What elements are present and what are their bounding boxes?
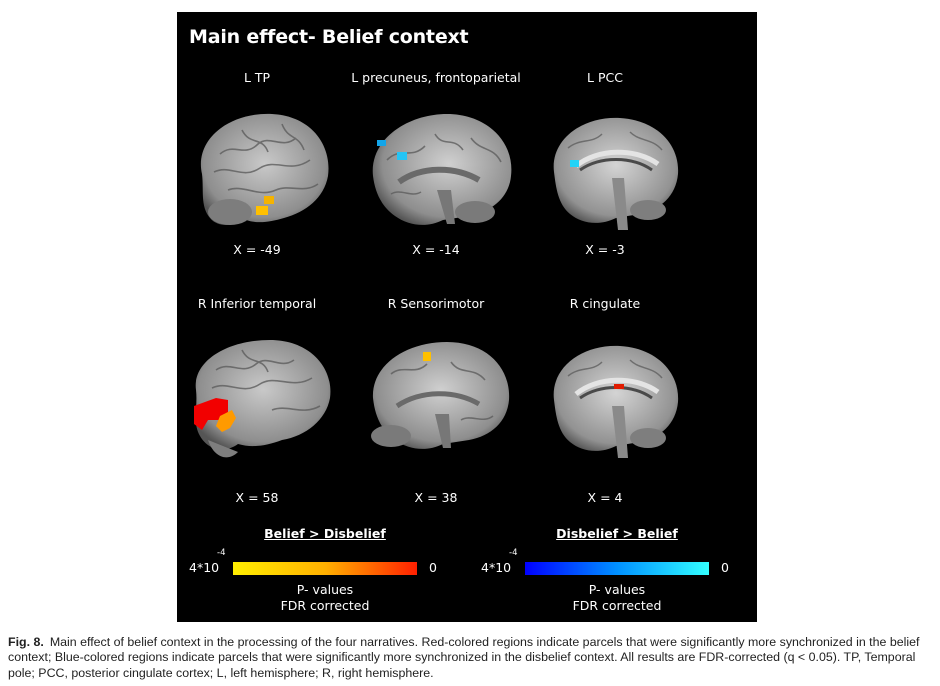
x-coordinate: X = -3 bbox=[585, 242, 625, 257]
colorbar-gradient bbox=[233, 562, 417, 575]
figure-caption: Fig. 8.Main effect of belief context in … bbox=[8, 635, 932, 681]
colorbar-gradient bbox=[525, 562, 709, 575]
colorbar-fdr-label: FDR corrected bbox=[280, 598, 370, 613]
colorbar-belief-gt-disbelief: Belief > Disbelief 4*10 -4 0 P- values F… bbox=[177, 524, 437, 624]
brain-lateral-left-image bbox=[200, 113, 329, 225]
region-label: L PCC bbox=[587, 70, 623, 85]
colorbar-max-label: 0 bbox=[429, 560, 437, 575]
region-label: L TP bbox=[243, 70, 271, 85]
x-coordinate: X = 38 bbox=[414, 490, 458, 505]
brain-panel-r-sensorimotor: R Sensorimotor X = 38 bbox=[341, 296, 531, 536]
region-label: R Inferior temporal bbox=[197, 296, 317, 311]
x-coordinate: X = -49 bbox=[233, 242, 281, 257]
brain-midline-image bbox=[553, 345, 679, 458]
brain-panel-l-pcc: L PCC X = -3 bbox=[510, 70, 700, 310]
colorbar-min-label: 4*10 bbox=[189, 560, 220, 575]
brain-midline-image bbox=[553, 117, 679, 230]
region-label: R cingulate bbox=[569, 296, 641, 311]
activation-blob bbox=[614, 384, 624, 389]
colorbar-max-label: 0 bbox=[721, 560, 729, 575]
activation-blob bbox=[264, 196, 274, 204]
activation-blob bbox=[216, 410, 236, 432]
colorbar-title: Disbelief > Belief bbox=[556, 526, 678, 541]
brain-panel-r-inferior-temporal: R Inferior temporal X = 58 bbox=[162, 296, 352, 536]
activation-blob bbox=[423, 352, 431, 361]
figure-label: Fig. 8. bbox=[8, 635, 44, 649]
caption-text: Main effect of belief context in the pro… bbox=[8, 635, 920, 680]
x-coordinate: X = -14 bbox=[412, 242, 460, 257]
colorbar-pvalue-label: P- values bbox=[296, 582, 354, 597]
colorbar-disbelief-gt-belief: Disbelief > Belief 4*10 -4 0 P- values F… bbox=[469, 524, 729, 624]
region-label: L precuneus, frontoparietal bbox=[351, 70, 521, 85]
colorbar-pvalue-label: P- values bbox=[588, 582, 646, 597]
colorbar-min-label: 4*10 bbox=[481, 560, 512, 575]
brain-lateral-right-image bbox=[194, 340, 331, 458]
x-coordinate: X = 58 bbox=[235, 490, 279, 505]
x-coordinate: X = 4 bbox=[587, 490, 623, 505]
colorbar-title: Belief > Disbelief bbox=[264, 526, 386, 541]
activation-blob bbox=[377, 140, 386, 146]
brain-panel-r-cingulate: R cingulate X = 4 bbox=[510, 296, 700, 536]
activation-blob bbox=[397, 152, 407, 160]
brain-medial-right-image bbox=[371, 342, 510, 449]
brain-medial-left-image bbox=[372, 114, 512, 225]
colorbar-exponent: -4 bbox=[217, 548, 226, 558]
activation-blob bbox=[570, 160, 579, 167]
activation-blob bbox=[256, 206, 268, 215]
brain-panel-l-tp: L TP X = -49 bbox=[162, 70, 352, 310]
brain-panel-l-precuneus: L precuneus, frontoparietal X = -14 bbox=[341, 70, 531, 310]
figure-title: Main effect- Belief context bbox=[189, 26, 469, 48]
activation-blob bbox=[194, 398, 228, 430]
colorbar-exponent: -4 bbox=[509, 548, 518, 558]
figure-panel: Main effect- Belief context L TP X = -49 bbox=[177, 12, 757, 622]
region-label: R Sensorimotor bbox=[387, 296, 485, 311]
colorbar-fdr-label: FDR corrected bbox=[572, 598, 662, 613]
